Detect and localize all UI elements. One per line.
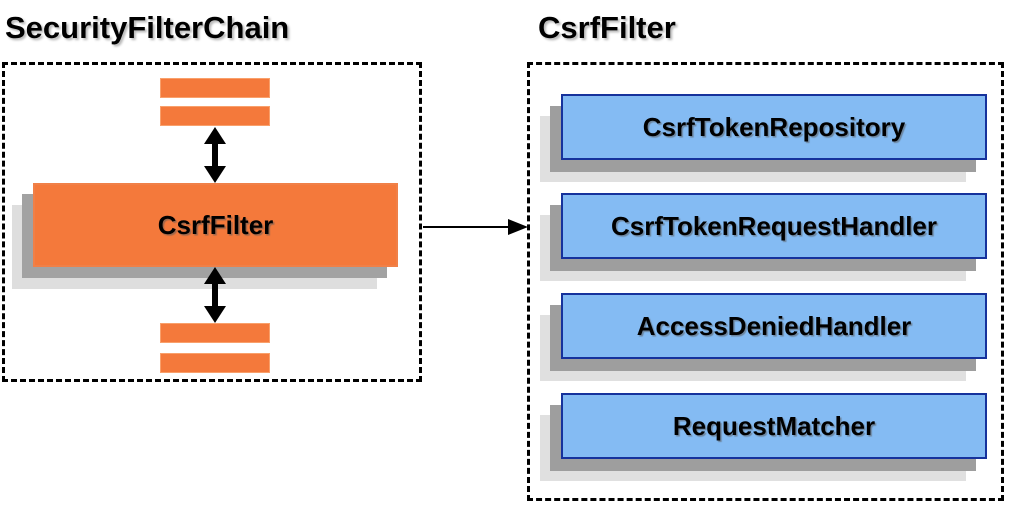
bidirectional-arrow-icon	[204, 127, 226, 183]
csrf-filter-collaborators-container: CsrfTokenRepository CsrfTokenRequestHand…	[527, 62, 1004, 501]
security-filter-chain-title: SecurityFilterChain	[5, 10, 290, 45]
csrf-filter-box-label: CsrfFilter	[157, 209, 274, 240]
request-matcher-label: RequestMatcher	[672, 410, 876, 441]
csrf-token-repository-label: CsrfTokenRepository	[642, 111, 906, 142]
csrf-token-repository-box: CsrfTokenRepository	[561, 94, 987, 160]
csrf-filter-box: CsrfFilter	[33, 183, 398, 267]
bidirectional-arrow-icon	[204, 267, 226, 323]
access-denied-handler-box: AccessDeniedHandler	[561, 293, 987, 359]
csrf-filter-title: CsrfFilter	[538, 10, 676, 45]
csrf-token-request-handler-box: CsrfTokenRequestHandler	[561, 193, 987, 259]
filter-placeholder-bar-top-2	[160, 106, 270, 126]
csrf-token-request-handler-label: CsrfTokenRequestHandler	[610, 210, 938, 241]
access-denied-handler-label: AccessDeniedHandler	[636, 310, 912, 341]
filter-placeholder-bar-bottom-1	[160, 323, 270, 343]
request-matcher-box: RequestMatcher	[561, 393, 987, 459]
filter-placeholder-bar-top-1	[160, 78, 270, 98]
filter-placeholder-bar-bottom-2	[160, 353, 270, 373]
flow-arrow-icon	[423, 219, 528, 235]
security-filter-chain-container: CsrfFilter	[2, 62, 422, 382]
